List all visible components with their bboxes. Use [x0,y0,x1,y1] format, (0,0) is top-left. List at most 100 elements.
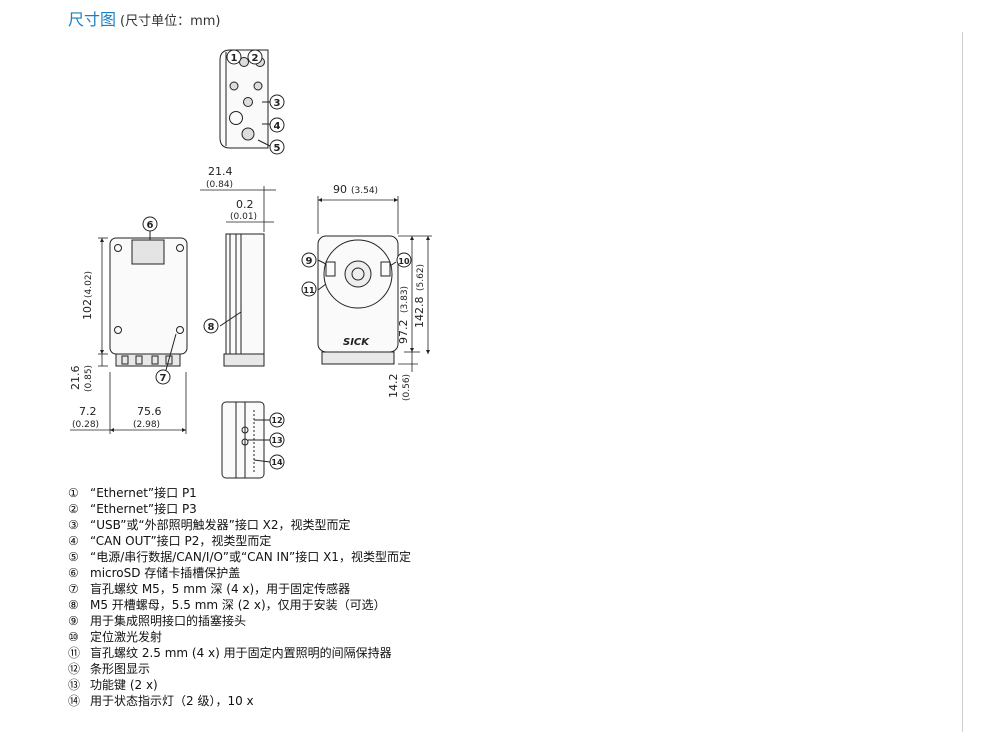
legend-text: 用于状态指示灯（2 级），10 x [90,694,254,708]
callout-1: 1 [226,49,242,65]
side-view [219,233,265,367]
svg-text:2: 2 [252,53,259,64]
svg-text:11: 11 [303,286,315,295]
dim-97-2: 97.2 [397,320,410,345]
legend-mark: ① [68,486,79,500]
callout-10: 10 [396,252,412,268]
legend-item: ② “Ethernet”接口 P3 [68,501,411,517]
callout-4: 4 [269,117,285,133]
dim-90-inch: (3.54) [351,186,378,196]
legend-text: “USB”或“外部照明触发器”接口 X2，视类型而定 [90,518,351,532]
callout-8: 8 [203,318,219,334]
svg-text:6: 6 [147,220,154,231]
legend-item: ⑪ 盲孔螺纹 2.5 mm (4 x) 用于固定内置照明的间隔保持器 [68,645,411,661]
dim-75-6-inch: (2.98) [133,420,160,430]
legend-item: ⑩ 定位激光发射 [68,629,411,645]
brand-mark: SICK [343,337,370,348]
legend-mark: ③ [68,518,79,532]
dim-90: 90 [333,183,347,196]
svg-text:1: 1 [231,53,238,64]
legend-mark: ⑤ [68,550,79,564]
dim-14-2: 14.2 [387,374,400,399]
legend-item: ⑦ 盲孔螺纹 M5，5 mm 深 (4 x)，用于固定传感器 [68,581,411,597]
dimension-lines [70,186,432,434]
callout-12: 12 [269,412,285,428]
legend-list: ① “Ethernet”接口 P1 ② “Ethernet”接口 P3 ③ “USB”… [68,485,411,709]
lens-view: SICK [317,235,399,365]
legend-text: “Ethernet”接口 P3 [90,502,197,516]
callout-5: 5 [269,139,285,155]
legend-mark: ⑧ [68,598,79,612]
legend-item: ⑨ 用于集成照明接口的插塞接头 [68,613,411,629]
legend-mark: ⑦ [68,582,79,596]
legend-text: 用于集成照明接口的插塞接头 [90,614,247,628]
callout-14: 14 [269,454,285,470]
callout-11: 11 [301,281,317,297]
unit-note: (尺寸单位：mm) [120,14,221,29]
dim-21-4-inch: (0.84) [206,180,233,190]
legend-mark: ⑪ [68,646,81,660]
svg-text:10: 10 [398,257,410,266]
legend-text: “Ethernet”接口 P1 [90,486,197,500]
legend-item: ① “Ethernet”接口 P1 [68,485,411,501]
legend-mark: ⑩ [68,630,79,644]
front-view [109,231,188,371]
svg-text:12: 12 [271,416,282,425]
dim-102-inch: (4.02) [84,271,94,298]
callout-3: 3 [269,94,285,110]
callout-7: 7 [155,369,171,385]
legend-mark: ⑫ [68,662,81,676]
legend-item: ⑧ M5 开槽螺母，5.5 mm 深 (2 x)，仅用于安装（可选） [68,597,411,613]
legend-mark: ⑬ [68,678,81,692]
legend-text: 定位激光发射 [90,630,163,644]
svg-text:13: 13 [271,436,282,445]
svg-text:7: 7 [160,373,167,384]
svg-text:5: 5 [274,143,281,154]
legend-text: 功能键 (2 x) [90,678,158,692]
legend-text: M5 开槽螺母，5.5 mm 深 (2 x)，仅用于安装（可选） [90,598,386,612]
callout-6: 6 [142,216,158,232]
svg-text:4: 4 [274,121,281,132]
dim-142-8: 142.8 [413,297,426,329]
legend-text: “CAN OUT”接口 P2，视类型而定 [90,534,272,548]
dim-142-8-inch: (5.62) [416,264,426,291]
svg-text:9: 9 [306,256,313,267]
right-divider [962,32,963,732]
legend-mark: ⑨ [68,614,79,628]
legend-text: 条形图显示 [90,662,151,676]
legend-mark: ⑥ [68,566,79,580]
legend-item: ⑤“电源/串行数据/CAN/I/O”或“CAN IN”接口 X1，视类型而定 [68,549,411,565]
svg-text:14: 14 [271,458,283,467]
legend-item: ④“CAN OUT”接口 P2，视类型而定 [68,533,411,549]
legend-text: 盲孔螺纹 M5，5 mm 深 (4 x)，用于固定传感器 [90,582,351,596]
callout-9: 9 [301,252,317,268]
dim-14-2-inch: (0.56) [402,374,412,401]
legend-item: ⑭ 用于状态指示灯（2 级），10 x [68,693,411,709]
legend-item: ⑫ 条形图显示 [68,661,411,677]
dim-0-2-inch: (0.01) [230,212,257,222]
dim-21-6: 21.6 [69,366,82,391]
legend-text: microSD 存储卡插槽保护盖 [90,566,241,580]
dim-21-6-inch: (0.85) [84,365,94,392]
svg-text:3: 3 [274,98,281,109]
legend-text: 盲孔螺纹 2.5 mm (4 x) 用于固定内置照明的间隔保持器 [90,646,392,660]
dim-97-2-inch: (3.83) [400,286,410,313]
callout-2: 2 [247,49,263,65]
dim-0-2: 0.2 [236,198,254,211]
dim-21-4: 21.4 [208,165,233,178]
legend-item: ③ “USB”或“外部照明触发器”接口 X2，视类型而定 [68,517,411,533]
dim-7-2-inch: (0.28) [72,420,99,430]
dim-7-2: 7.2 [79,405,97,418]
top-view [219,49,271,149]
legend-item: ⑥ microSD 存储卡插槽保护盖 [68,565,411,581]
dim-75-6: 75.6 [137,405,162,418]
callout-13: 13 [269,432,285,448]
dimension-labels: 21.4 (0.84) 0.2 (0.01) 90 (3.54) 102 (4.… [69,165,426,430]
page-title: 尺寸图(尺寸单位：mm) [68,6,221,30]
legend-item: ⑬ 功能键 (2 x) [68,677,411,693]
title-text: 尺寸图 [68,10,117,29]
callouts: 1 2 3 4 5 6 7 8 9 10 11 12 13 14 [142,49,412,470]
display-view [221,401,271,479]
legend-mark: ⑭ [68,694,81,708]
legend-mark: ② [68,502,79,516]
